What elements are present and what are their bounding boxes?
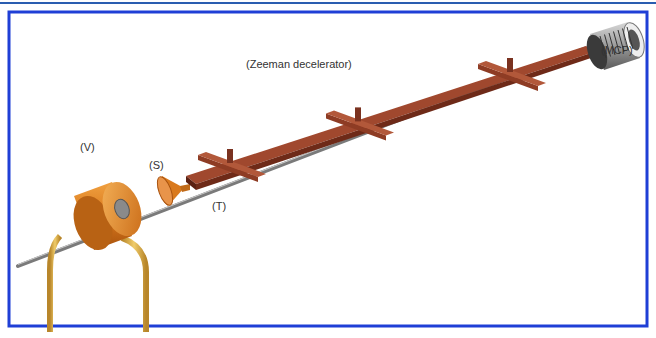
coil-tab [355, 107, 361, 121]
gas-tube [50, 236, 60, 332]
part-label: (T) [212, 200, 226, 212]
coil-tab [227, 149, 233, 163]
part-label: (MCP) [601, 44, 633, 56]
gas-tube [122, 238, 146, 332]
part-label: (V) [80, 141, 95, 153]
beam-axis-rod [18, 42, 602, 266]
rod-highlight [18, 41, 602, 265]
coil-tab [507, 58, 513, 72]
top-rule [0, 2, 656, 4]
zeeman-decelerator [186, 46, 594, 190]
skimmer-cone [154, 175, 190, 207]
part-label: (Zeeman decelerator) [246, 58, 352, 70]
mcp-detector [583, 20, 648, 72]
pulsed-valve [67, 177, 149, 256]
figure-frame [9, 12, 647, 326]
part-label: (S) [149, 159, 164, 171]
